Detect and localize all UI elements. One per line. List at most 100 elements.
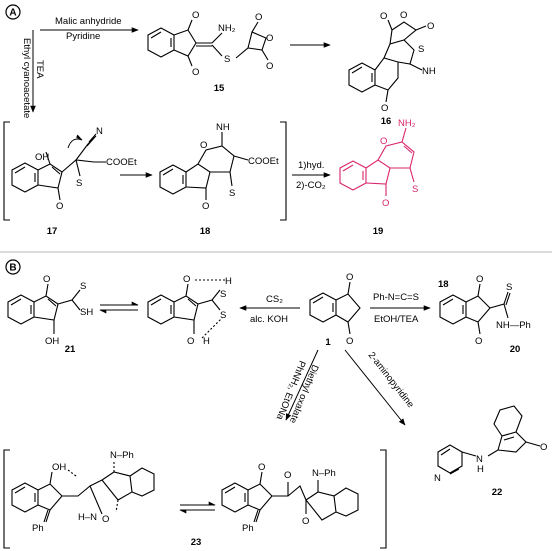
svg-text:COOEt: COOEt	[106, 157, 137, 168]
compound-20: O S NH—Ph O	[439, 274, 531, 347]
svg-text:alc. KOH: alc. KOH	[250, 314, 288, 325]
svg-text:NH: NH	[216, 122, 230, 133]
panel-a-letter: A	[9, 8, 16, 19]
svg-text:N: N	[434, 473, 441, 484]
bracket-right	[280, 121, 287, 221]
compound-16: O O O S NH O	[348, 10, 436, 114]
svg-text:O: O	[255, 12, 262, 23]
svg-text:S: S	[224, 54, 230, 65]
svg-text:O: O	[102, 514, 109, 525]
label-20: 20	[510, 344, 521, 355]
svg-text:O: O	[476, 274, 483, 285]
svg-text:O: O	[183, 274, 190, 285]
panel-a: A O O NH₂ S O O O 15 O O O	[3, 4, 436, 237]
svg-text:O: O	[200, 140, 207, 151]
svg-text:S: S	[76, 178, 82, 189]
svg-text:Ph: Ph	[242, 523, 254, 534]
svg-text:N: N	[96, 126, 103, 137]
label-22: 22	[492, 487, 503, 498]
bracket-23-right	[380, 449, 387, 549]
svg-text:N: N	[476, 454, 483, 465]
svg-text:O: O	[427, 21, 434, 32]
panel-b-letter: B	[9, 263, 16, 274]
bracket-23-left	[3, 449, 10, 549]
svg-text:S: S	[220, 289, 226, 300]
svg-text:H: H	[225, 276, 232, 287]
svg-text:S: S	[412, 184, 418, 195]
compound-22: N N H O	[434, 405, 547, 484]
svg-text:H–N: H–N	[78, 512, 97, 523]
label-21: 21	[65, 344, 76, 355]
svg-text:NH—Ph: NH—Ph	[496, 320, 531, 331]
svg-text:OH: OH	[52, 462, 66, 473]
panel-a-badge	[5, 4, 21, 20]
svg-text:2-aminopyridine: 2-aminopyridine	[366, 350, 416, 410]
svg-text:N–Ph: N–Ph	[110, 450, 134, 461]
svg-text:S: S	[80, 281, 86, 292]
svg-text:S: S	[220, 310, 226, 321]
panel-b: B O S SH OH 21 O H S S O H	[3, 259, 547, 549]
svg-text:H: H	[203, 336, 210, 347]
svg-text:S: S	[229, 188, 235, 199]
compound-19: O NH₂ S O	[339, 118, 418, 209]
svg-text:S: S	[506, 282, 512, 293]
svg-text:NH₂: NH₂	[218, 23, 236, 34]
svg-text:O: O	[382, 198, 389, 209]
compound-21: O S SH OH	[7, 274, 93, 347]
label-18-bridge: 18	[438, 279, 449, 290]
svg-text:Pyridine: Pyridine	[66, 31, 100, 42]
svg-text:O: O	[266, 61, 273, 72]
svg-text:O: O	[258, 462, 265, 473]
svg-text:Ethyl cyanoacetate: Ethyl cyanoacetate	[21, 38, 32, 118]
arrow-1-to-22	[344, 349, 406, 426]
compound-17: OH N COOEt S O	[11, 126, 137, 212]
label-18: 18	[200, 226, 211, 237]
svg-text:O: O	[381, 103, 388, 114]
svg-text:SH: SH	[80, 307, 93, 318]
arrow-1-to-23	[285, 349, 319, 421]
svg-text:O: O	[202, 201, 209, 212]
label-16: 16	[381, 116, 392, 127]
label-19: 19	[373, 226, 384, 237]
svg-text:COOEt: COOEt	[248, 156, 279, 167]
svg-text:O: O	[266, 33, 273, 44]
dithioacid-tautomer: O H S S O H	[147, 274, 232, 347]
compound-23-keto: O O O N–Ph Ph	[221, 462, 359, 534]
svg-text:1)hyd.: 1)hyd.	[298, 160, 324, 171]
label-1: 1	[325, 337, 331, 348]
compound-18: O NH COOEt S O	[159, 122, 279, 212]
svg-text:TEA: TEA	[34, 60, 45, 79]
compound-23-enol: OH N–Ph Ph H–N O	[11, 450, 155, 534]
svg-text:O: O	[540, 442, 547, 453]
label-17: 17	[47, 226, 58, 237]
panel-b-badge	[5, 259, 21, 275]
svg-text:O: O	[346, 336, 353, 347]
svg-text:O: O	[346, 272, 353, 283]
svg-text:S: S	[418, 44, 424, 55]
svg-text:H: H	[477, 464, 484, 475]
svg-text:N–Ph: N–Ph	[312, 468, 336, 479]
svg-text:O: O	[43, 274, 50, 285]
svg-text:Ph-N=C=S: Ph-N=C=S	[373, 292, 419, 303]
svg-text:OH: OH	[45, 336, 59, 347]
svg-text:O: O	[380, 11, 387, 22]
svg-text:2)-CO₂: 2)-CO₂	[296, 180, 326, 191]
svg-text:O: O	[302, 516, 309, 527]
svg-text:O: O	[475, 336, 482, 347]
bracket-left	[3, 121, 10, 221]
svg-text:O: O	[284, 470, 291, 481]
compound-1: O O	[309, 272, 361, 347]
svg-text:O: O	[192, 10, 199, 21]
svg-text:O: O	[380, 136, 387, 147]
svg-text:O: O	[192, 67, 199, 78]
svg-text:OH: OH	[35, 152, 49, 163]
svg-text:EtOH/TEA: EtOH/TEA	[374, 314, 419, 325]
svg-text:CS₂: CS₂	[266, 294, 283, 305]
svg-text:O: O	[187, 336, 194, 347]
svg-text:NH₂: NH₂	[398, 118, 416, 129]
svg-text:Malic anhydride: Malic anhydride	[55, 16, 122, 27]
svg-text:Ph: Ph	[32, 523, 44, 534]
svg-text:NH: NH	[422, 66, 436, 77]
label-23: 23	[191, 537, 202, 548]
